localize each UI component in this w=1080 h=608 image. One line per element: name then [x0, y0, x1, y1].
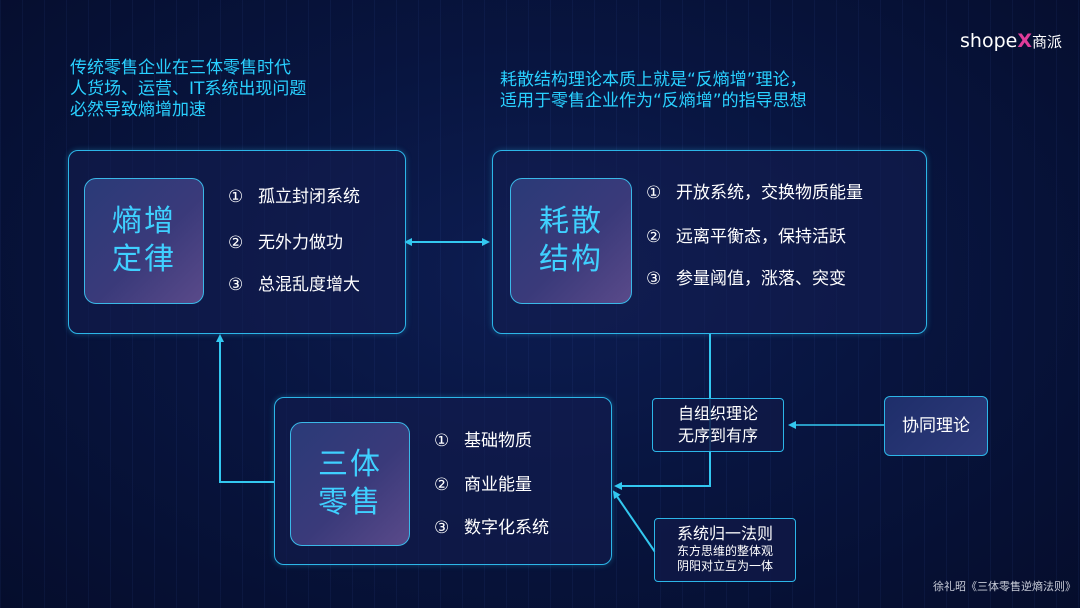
item-text: 开放系统，交换物质能量	[676, 183, 863, 203]
santi-title-line1: 三体	[318, 447, 382, 482]
entropy-title-line2: 定律	[112, 242, 176, 277]
item-text: 商业能量	[464, 475, 532, 495]
item-text: 总混乱度增大	[258, 275, 360, 295]
arrow-dissipative-to-santi	[614, 334, 711, 490]
arrow-rule-to-santi	[612, 490, 656, 553]
entropy-law-title-box: 熵增 定律	[84, 178, 204, 304]
system-rule-box: 系统归一法则 东方思维的整体观 阴阳对立互为一体	[654, 518, 796, 582]
self-organization-box: 自组织理论 无序到有序	[652, 398, 784, 452]
header-right-line: 耗散结构理论本质上就是“反熵增”理论，	[500, 70, 807, 90]
brand-logo: shopeX商派	[960, 30, 1062, 52]
dissipative-title: 耗散 结构	[521, 203, 621, 279]
item-number: ③	[646, 269, 662, 289]
dissipative-item-3: ③ 参量阈值，涨落、突变	[646, 264, 846, 289]
item-text: 数字化系统	[464, 518, 549, 538]
item-number: ②	[646, 227, 662, 247]
item-number: ③	[228, 275, 244, 295]
item-text: 基础物质	[464, 431, 532, 451]
dissipative-item-1: ① 开放系统，交换物质能量	[646, 178, 863, 203]
dissipative-title-box: 耗散 结构	[510, 178, 632, 304]
item-text: 无外力做功	[258, 233, 343, 253]
synergy-box: 协同理论	[884, 396, 988, 456]
item-number: ①	[434, 431, 450, 451]
item-number: ①	[228, 187, 244, 207]
dissipative-title-line2: 结构	[539, 242, 603, 277]
item-number: ②	[228, 233, 244, 253]
entropy-title-line1: 熵增	[112, 204, 176, 239]
santi-title-line2: 零售	[318, 485, 382, 520]
header-right: 耗散结构理论本质上就是“反熵增”理论， 适用于零售企业作为“反熵增”的指导思想	[500, 70, 807, 112]
logo-prefix: shope	[960, 30, 1018, 52]
logo-suffix: 商派	[1031, 33, 1062, 51]
entropy-item-2: ② 无外力做功	[228, 228, 343, 253]
entropy-item-3: ③ 总混乱度增大	[228, 270, 360, 295]
dissipative-title-line1: 耗散	[539, 204, 603, 239]
self-org-line1: 自组织理论	[677, 404, 758, 423]
santi-title: 三体 零售	[300, 446, 400, 522]
entropy-item-1: ① 孤立封闭系统	[228, 182, 360, 207]
system-rule-line2: 阴阳对立互为一体	[676, 559, 773, 573]
item-number: ①	[646, 183, 662, 203]
santi-item-3: ③ 数字化系统	[434, 513, 549, 538]
header-left-line: 必然导致熵增加速	[70, 100, 206, 120]
header-right-line: 适用于零售企业作为“反熵增”的指导思想	[500, 91, 807, 111]
item-text: 参量阈值，涨落、突变	[676, 269, 846, 289]
item-number: ②	[434, 475, 450, 495]
entropy-law-title: 熵增 定律	[94, 203, 194, 279]
item-text: 远离平衡态，保持活跃	[676, 227, 846, 247]
synergy-label: 协同理论	[902, 416, 970, 436]
santi-item-2: ② 商业能量	[434, 470, 532, 495]
system-rule-line1: 东方思维的整体观	[676, 544, 773, 558]
item-number: ③	[434, 518, 450, 538]
header-left: 传统零售企业在三体零售时代 人货场、运营、IT系统出现问题 必然导致熵增加速	[70, 58, 306, 121]
header-left-line: 人货场、运营、IT系统出现问题	[70, 79, 307, 99]
dissipative-item-2: ② 远离平衡态，保持活跃	[646, 222, 846, 247]
santi-item-1: ① 基础物质	[434, 426, 532, 451]
item-text: 孤立封闭系统	[258, 187, 360, 207]
logo-accent: X	[1017, 30, 1032, 52]
santi-title-box: 三体 零售	[290, 422, 410, 546]
self-org-line2: 无序到有序	[677, 426, 758, 445]
footer-credit: 徐礼昭《三体零售逆熵法则》	[933, 580, 1076, 593]
system-rule-title: 系统归一法则	[676, 524, 773, 543]
arrow-santi-to-entropy	[216, 334, 274, 483]
header-left-line: 传统零售企业在三体零售时代	[70, 58, 291, 78]
